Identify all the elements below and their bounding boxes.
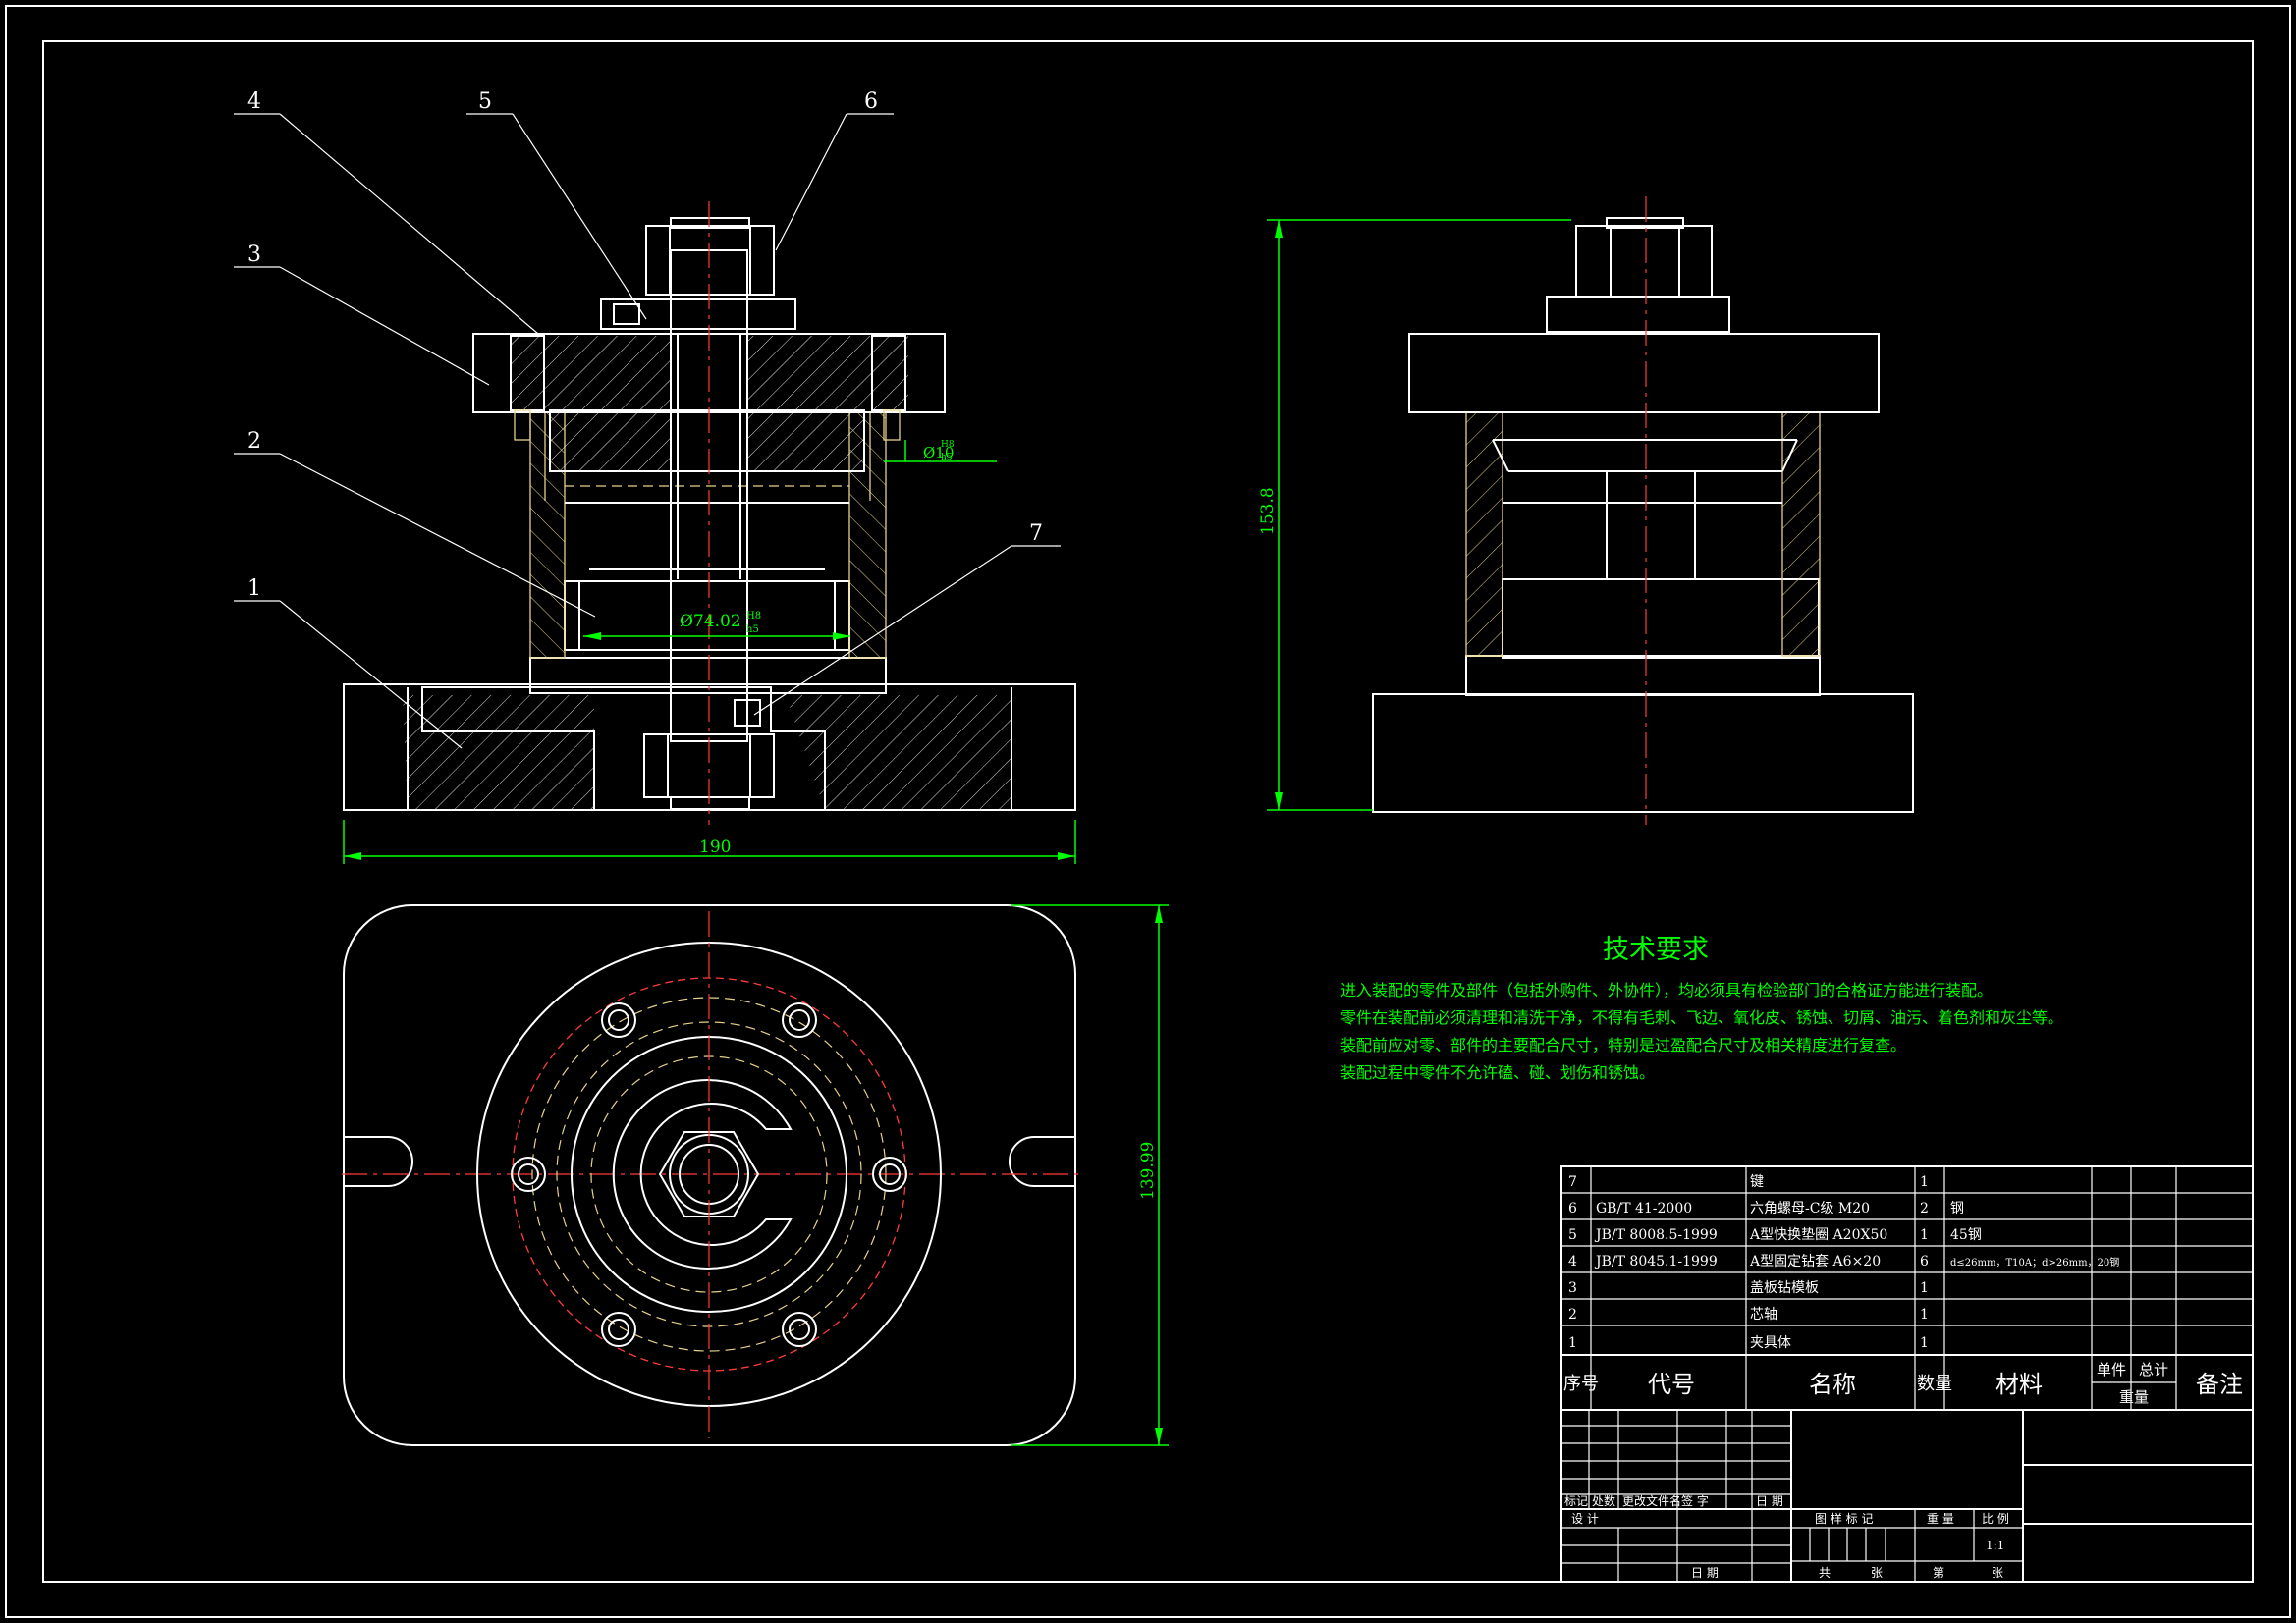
bom-header-material: 材料 [1995,1371,2043,1398]
bom-header-total: 总计 [2139,1361,2168,1379]
tech-req-line-2: 零件在装配前必须清理和清洗干净，不得有毛刺、飞边、氧化皮、锈蚀、切屑、油污、着色… [1340,1008,2063,1027]
bom-qty: 1 [1920,1335,1929,1351]
dim-dia-74-fit2: h5 [746,624,759,635]
tb-stage-mark: 图 样 标 记 [1815,1511,1873,1526]
dim-width-190: 190 [699,838,731,857]
dim-dia-74-fit: H8 [746,611,761,622]
part-leaders: 4 5 6 3 2 1 7 [234,89,1061,749]
part-label-2: 2 [247,429,261,454]
dim-dia-10-fit2: h5 [941,453,953,462]
dim-dia-10: Ø10 [923,444,954,461]
part-label-4: 4 [247,89,261,114]
tb-change-doc: 更改文件名 [1622,1493,1681,1508]
part-label-7: 7 [1029,521,1043,546]
bom-name: A型固定钻套 A6×20 [1749,1254,1881,1270]
bom-qty: 2 [1920,1201,1929,1217]
front-section-view: Ø74.02 H8 h5 Ø10 H8 h5 190 [343,201,1076,864]
bom-header-unit: 单件 [2097,1361,2126,1379]
tb-sign: 签 字 [1681,1493,1709,1508]
bom-qty: 1 [1920,1280,1929,1296]
bom-qty: 6 [1920,1254,1929,1270]
tb-weight: 重 量 [1927,1512,1954,1526]
bom-no: 7 [1568,1174,1577,1190]
bom-name: A型快换垫圈 A20X50 [1749,1226,1887,1243]
part-label-1: 1 [247,576,261,601]
bom-material: 钢 [1950,1201,1964,1217]
bom-no: 4 [1568,1254,1577,1270]
bom-header-remark: 备注 [2196,1371,2243,1398]
tb-total: 共 [1819,1566,1831,1580]
tb-sheets: 张 [1871,1566,1883,1580]
bom-code: JB/T 8045.1-1999 [1594,1254,1718,1270]
dim-dia-74: Ø74.02 [680,612,741,631]
outer-border [5,5,2291,1618]
tb-mark: 标记 [1564,1494,1588,1508]
bom-no: 2 [1568,1307,1577,1323]
bom-header-code: 代号 [1648,1371,1695,1398]
part-label-6: 6 [864,89,878,114]
tb-count: 处数 [1592,1493,1615,1508]
bom-qty: 1 [1920,1227,1929,1243]
bom-no: 1 [1568,1335,1577,1351]
tech-req-line-4: 装配过程中零件不允许磕、碰、划伤和锈蚀。 [1340,1063,1655,1082]
tb-date2: 日 期 [1691,1566,1719,1580]
bom-name: 六角螺母-C级 M20 [1750,1201,1870,1217]
bom-name: 盖板钻模板 [1750,1280,1819,1296]
technical-requirements: 技术要求 进入装配的零件及部件（包括外购件、外协件），均必须具有检验部门的合格证… [1340,935,2063,1082]
title-block: 标记 处数 更改文件名 签 字 日 期 设 计 日 期 图 样 标 记 重 量 … [1560,1409,2254,1583]
dim-dia-10-fit: H8 [941,440,955,450]
bom-header-name: 名称 [1809,1371,1856,1398]
tb-sheet-no: 第 [1933,1566,1944,1580]
bom-no: 3 [1568,1280,1577,1296]
dim-height-153: 153.8 [1258,487,1278,535]
tb-date: 日 期 [1756,1494,1783,1508]
tb-scale-value: 1:1 [1986,1539,2004,1552]
bom-code: JB/T 8008.5-1999 [1594,1227,1718,1243]
tb-design: 设 计 [1571,1512,1599,1526]
tech-req-line-3: 装配前应对零、部件的主要配合尺寸，特别是过盈配合尺寸及相关精度进行复查。 [1340,1036,1906,1055]
top-view: 139.99 [342,904,1169,1446]
inner-border [42,40,2254,1583]
bom-qty: 1 [1920,1307,1929,1323]
bom-qty: 1 [1920,1174,1929,1190]
dim-height-139: 139.99 [1138,1142,1158,1200]
bom-header-qty: 数量 [1917,1374,1952,1394]
bom-no: 6 [1568,1201,1577,1217]
bom-name: 夹具体 [1750,1335,1791,1351]
bom-header-weight: 重量 [2119,1388,2149,1406]
part-label-5: 5 [478,89,492,114]
bom-name: 键 [1750,1174,1764,1190]
tb-scale: 比 例 [1982,1512,2009,1526]
tech-req-title: 技术要求 [1603,935,1709,965]
bom-material: d≤26mm，T10A；d>26mm，20钢 [1950,1256,2119,1269]
bom-name: 芯轴 [1750,1307,1777,1323]
bom-code: GB/T 41-2000 [1596,1201,1692,1217]
side-view: 153.8 [1258,196,1914,825]
bom-no: 5 [1568,1227,1577,1243]
tb-sheet-unit: 张 [1992,1566,2003,1580]
bom-table: 7 键 1 6 GB/T 41-2000 六角螺母-C级 M20 2 钢 5 J… [1560,1165,2254,1411]
tech-req-line-1: 进入装配的零件及部件（包括外购件、外协件），均必须具有检验部门的合格证方能进行装… [1340,981,1993,1000]
bom-header-no: 序号 [1563,1374,1599,1394]
bom-material: 45钢 [1950,1227,1982,1243]
part-label-3: 3 [247,243,261,267]
